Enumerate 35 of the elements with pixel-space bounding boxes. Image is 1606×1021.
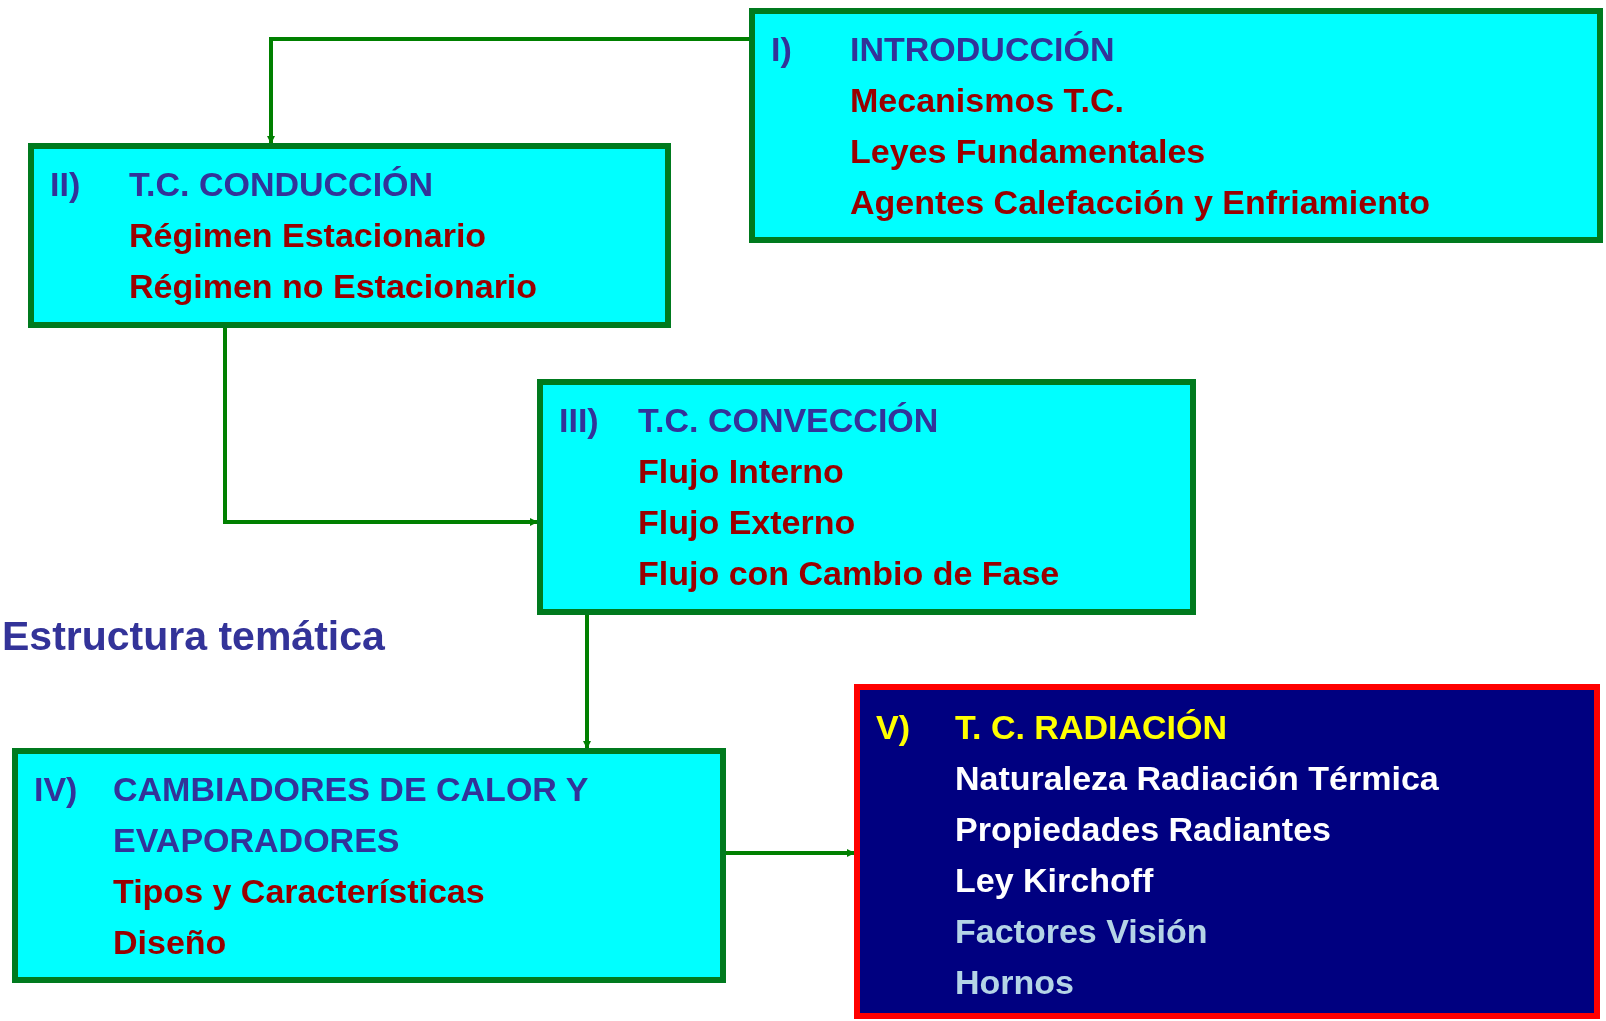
topic-item: Leyes Fundamentales <box>850 131 1207 172</box>
topic-box <box>749 8 1603 243</box>
topic-item: Diseño <box>113 922 228 963</box>
title: Estructura temática <box>2 612 385 660</box>
topic-item: Flujo Externo <box>638 502 857 543</box>
section-number: III) <box>559 400 600 441</box>
topic-item: Ley Kirchoff <box>955 860 1155 901</box>
section-number: IV) <box>34 769 79 810</box>
topic-item: Naturaleza Radiación Térmica <box>955 758 1440 799</box>
topic-item: Hornos <box>955 962 1075 1003</box>
topic-item: Régimen Estacionario <box>129 215 488 256</box>
topic-box <box>854 684 1600 1019</box>
topic-box <box>537 379 1196 615</box>
topic-item: Régimen no Estacionario <box>129 266 539 307</box>
section-number: II) <box>50 164 82 205</box>
topic-item: Propiedades Radiantes <box>955 809 1332 850</box>
topic-item: Flujo Interno <box>638 451 845 492</box>
section-heading: INTRODUCCIÓN <box>850 29 1116 70</box>
topic-item: Mecanismos T.C. <box>850 80 1125 121</box>
topic-item: Flujo con Cambio de Fase <box>638 553 1061 594</box>
section-heading: T. C. RADIACIÓN <box>955 707 1228 748</box>
arrow <box>583 615 591 749</box>
section-number: I) <box>771 29 793 70</box>
topic-item: Tipos y Características <box>113 871 486 912</box>
section-heading: CAMBIADORES DE CALOR Y EVAPORADORES <box>113 769 589 861</box>
arrow <box>223 328 538 526</box>
arrow <box>726 849 855 857</box>
section-heading: T.C. CONDUCCIÓN <box>129 164 435 205</box>
section-heading: T.C. CONVECCIÓN <box>638 400 940 441</box>
topic-item: Factores Visión <box>955 911 1209 952</box>
topic-item: Agentes Calefacción y Enfriamiento <box>850 182 1432 223</box>
topic-box <box>28 143 671 328</box>
section-number: V) <box>876 707 911 748</box>
arrow <box>267 37 749 144</box>
topic-box <box>12 748 726 983</box>
